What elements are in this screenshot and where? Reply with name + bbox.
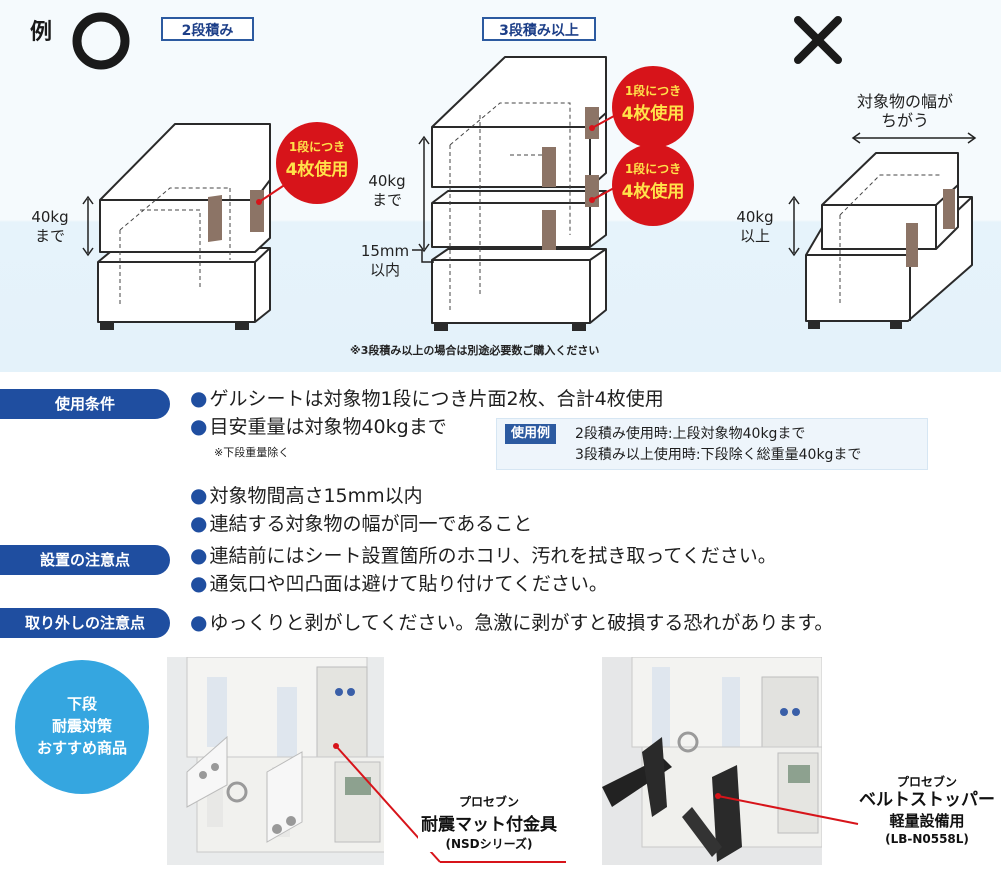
tag-three-tier: 3段積み以上 xyxy=(482,17,596,41)
product-caption-belt-stopper: プロセブン ベルトストッパー 軽量設備用 (LB-N0558L) xyxy=(859,775,995,846)
usage-example-tag: 使用例 xyxy=(505,424,557,444)
condition-line-3: ●対象物間高さ15mm以内 xyxy=(190,483,423,507)
product-caption-nsd: プロセブン 耐震マット付金具 (NSDシリーズ) xyxy=(418,793,560,852)
recommended-products-badge: 下段 耐震対策 おすすめ商品 xyxy=(15,660,149,794)
usage-conditions-heading: 使用条件 xyxy=(0,389,170,419)
condition-line-1: ●ゲルシートは対象物1段につき片面2枚、合計4枚使用 xyxy=(190,386,664,410)
height-arrow-right xyxy=(788,195,800,257)
badge-four-sheets-upper: 1段につき 4枚使用 xyxy=(612,66,694,148)
recommend-line-3: おすすめ商品 xyxy=(36,739,127,757)
product-photo-belt-stopper xyxy=(602,657,822,865)
two-tier-stack-drawing xyxy=(97,123,271,330)
pointer-line-belt xyxy=(715,793,859,825)
weight-note: ※下段重量除く xyxy=(214,446,290,459)
badge-four-sheets-left: 1段につき 4枚使用 xyxy=(276,122,358,204)
usage-example-line-2: 3段積み以上使用時:下段除く総重量40kgまで xyxy=(575,447,862,463)
condition-line-4: ●連結する対象物の幅が同一であること xyxy=(190,511,533,535)
removal-line-1: ●ゆっくりと剥がしてください。急激に剥がすと破損する恐れがあります。 xyxy=(190,610,834,634)
example-label: 例 xyxy=(30,20,53,45)
usage-example-box: 使用例 2段積み使用時:上段対象物40kgまで 3段積み以上使用時:下段除く総重… xyxy=(496,418,928,470)
install-cautions-heading: 設置の注意点 xyxy=(0,545,170,575)
ok-circle-icon xyxy=(72,12,130,70)
three-tier-stack-drawing xyxy=(431,56,607,331)
recommend-line-2: 耐震対策 xyxy=(51,717,112,735)
height-arrow-left xyxy=(82,195,94,257)
ng-cross-icon xyxy=(794,16,842,64)
install-line-2: ●通気口や凹凸面は避けて貼り付けてください。 xyxy=(190,571,608,595)
gap-marker xyxy=(412,249,434,263)
three-tier-note: ※3段積み以上の場合は別途必要数ご購入ください xyxy=(350,344,600,357)
badge-four-sheets-lower: 1段につき 4枚使用 xyxy=(612,144,694,226)
usage-example-line-1: 2段積み使用時:上段対象物40kgまで xyxy=(575,426,806,442)
product-photo-nsd xyxy=(167,657,384,865)
removal-cautions-heading: 取り外しの注意点 xyxy=(0,608,170,638)
badge-pointers-middle xyxy=(589,115,615,203)
install-line-1: ●連結前にはシート設置箇所のホコリ、汚れを拭き取ってください。 xyxy=(190,543,777,567)
ng-width-label: 対象物の幅がちがう xyxy=(856,92,953,130)
condition-line-2: ●目安重量は対象物40kgまで xyxy=(190,414,447,438)
height-arrow-middle xyxy=(418,135,430,253)
ng-stack-drawing xyxy=(805,152,973,329)
recommend-line-1: 下段 xyxy=(66,695,97,713)
badge-pointer-left xyxy=(256,181,290,205)
width-arrow-right xyxy=(851,132,977,144)
tag-two-tier: 2段積み xyxy=(161,17,254,41)
